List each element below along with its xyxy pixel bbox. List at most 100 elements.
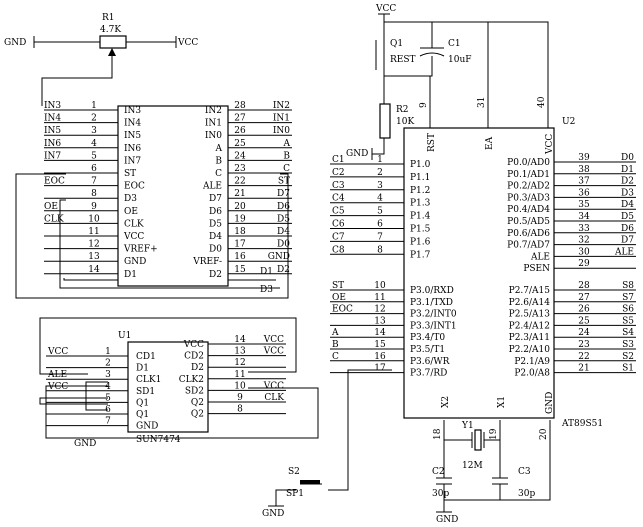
ff-right-pin-name: D2 bbox=[191, 363, 204, 373]
mcu-left2-pin-number: 17 bbox=[374, 364, 386, 374]
mcu-left-pin-name: P1.2 bbox=[410, 186, 430, 196]
adc-left-pin-name: CLK bbox=[124, 219, 144, 229]
adc-right-pin-name: D2 bbox=[209, 270, 222, 280]
adc-right-pin-number: 20 bbox=[234, 202, 246, 212]
adc-left-net-label: IN5 bbox=[44, 126, 61, 136]
adc-right-pin-number: 16 bbox=[234, 252, 246, 262]
adc-left-pin-number: 11 bbox=[88, 227, 99, 237]
mcu-left-net-label: C4 bbox=[332, 194, 345, 204]
mcu-left-pin-number: 6 bbox=[377, 220, 383, 230]
pin-18-label: 18 bbox=[433, 428, 443, 440]
ff-right-pin-name: VCC bbox=[183, 340, 204, 350]
mcu-right-pin-number: 30 bbox=[578, 247, 590, 257]
r1-value: 4.7K bbox=[100, 25, 121, 35]
adc-left-pin-number: 4 bbox=[91, 139, 97, 149]
mcu-left-pin-name: P1.7 bbox=[410, 250, 431, 260]
mcu-left-pin-name: P1.3 bbox=[410, 199, 431, 209]
adc-right-net-label: C bbox=[283, 164, 290, 174]
mcu-left2-pin-number: 13 bbox=[374, 316, 386, 326]
adc-left-pin-name: D3 bbox=[124, 194, 137, 204]
ff-left-pin-number: 4 bbox=[105, 382, 111, 392]
mcu-right-pin-number: 36 bbox=[578, 188, 590, 198]
adc-chip bbox=[117, 105, 229, 287]
mcu-right-pin-number: 37 bbox=[578, 177, 590, 187]
ff-left-pin-number: 6 bbox=[105, 405, 111, 415]
ff-right-pin-number: 11 bbox=[234, 370, 245, 380]
mcu-right2-net-label: S6 bbox=[622, 305, 634, 315]
r1-label: R1 bbox=[102, 13, 115, 23]
adc-left-pin-number: 13 bbox=[88, 252, 100, 262]
adc-right-pin-name: D0 bbox=[209, 245, 222, 255]
mcu-right2-pin-number: 25 bbox=[578, 316, 590, 326]
rst-pin: RST bbox=[427, 133, 437, 152]
adc-right-pin-number: 23 bbox=[234, 164, 246, 174]
adc-left-pin-name: VCC bbox=[123, 232, 144, 242]
ff-left-pin-name: CLK1 bbox=[136, 375, 161, 385]
mcu-right-pin-number: 39 bbox=[578, 153, 590, 163]
c2-label: C2 bbox=[432, 467, 445, 477]
pin-9-label: 9 bbox=[419, 102, 429, 108]
crystal-y1 bbox=[474, 429, 482, 451]
ff-right-pin-name: CLK2 bbox=[179, 375, 204, 385]
mcu-right2-pin-number: 27 bbox=[578, 293, 590, 303]
adc-right-net-label: B bbox=[283, 151, 290, 161]
ff-left-pin-number: 2 bbox=[105, 359, 111, 369]
mcu-right2-pin-name: P2.0/A8 bbox=[514, 369, 550, 379]
mcu-left2-net-label: B bbox=[332, 340, 339, 350]
mcu-right2-pin-name: P2.2/A10 bbox=[509, 345, 551, 355]
ff-right-net-label: VCC bbox=[263, 347, 284, 357]
ff-left-pin-name: D1 bbox=[136, 364, 149, 374]
ff-right-pin-number: 10 bbox=[234, 381, 246, 391]
mcu-right-net-label: D3 bbox=[621, 188, 634, 198]
adc-left-net-label: EOC bbox=[44, 177, 65, 187]
adc-left-net-label: CLK bbox=[44, 214, 64, 224]
mcu-left2-pin-name: P3.0/RXD bbox=[410, 286, 454, 296]
adc-left-pin-name: IN5 bbox=[124, 131, 141, 141]
r2-resistor bbox=[379, 103, 391, 139]
wires bbox=[15, 13, 551, 513]
mcu-right-net-label: D6 bbox=[621, 224, 634, 234]
adc-right-pin-number: 22 bbox=[234, 177, 245, 187]
mcu-left2-pin-number: 15 bbox=[374, 340, 386, 350]
ff-right-pin-name: CD2 bbox=[184, 352, 204, 362]
adc-right-net-label: D7 bbox=[277, 189, 290, 199]
mcu-left-pin-number: 1 bbox=[377, 155, 383, 165]
adc-left-pin-name: EOC bbox=[124, 182, 145, 192]
rst-gnd-label: GND bbox=[346, 149, 368, 159]
adc-right-pin-number: 28 bbox=[234, 101, 246, 111]
mcu-left2-net-label: C bbox=[332, 352, 339, 362]
x1-pin: X1 bbox=[497, 396, 507, 408]
adc-right-pin-name: C bbox=[215, 169, 222, 179]
adc-right-net-label: IN0 bbox=[273, 126, 290, 136]
adc-left-pin-number: 5 bbox=[91, 151, 97, 161]
adc-left-pin-number: 12 bbox=[88, 240, 99, 250]
adc-right-pin-name: ALE bbox=[202, 182, 222, 192]
x2-pin: X2 bbox=[441, 396, 451, 408]
mcu-left2-pin-number: 14 bbox=[374, 328, 386, 338]
adc-left-pin-number: 6 bbox=[91, 164, 97, 174]
adc-right-pin-name: B bbox=[215, 156, 222, 166]
adc-left-pin-number: 10 bbox=[88, 214, 100, 224]
adc-left-pin-number: 8 bbox=[91, 189, 97, 199]
adc-right-pin-name: IN1 bbox=[205, 119, 222, 129]
u1-label: U1 bbox=[118, 331, 131, 341]
adc-right-pin-number: 21 bbox=[234, 189, 245, 199]
ff-left-net-label: VCC bbox=[47, 382, 68, 392]
mcu-right2-net-label: S1 bbox=[622, 364, 634, 374]
mcu-right-pin-name: P0.7/AD7 bbox=[507, 241, 550, 251]
crystal-gnd-label: GND bbox=[436, 515, 458, 525]
ff-right-pin-name: SD2 bbox=[185, 386, 204, 396]
mcu-right2-pin-name: P2.7/A15 bbox=[509, 286, 551, 296]
mcu-right-net-label: D0 bbox=[621, 153, 634, 163]
ff-right-net-label: VCC bbox=[263, 335, 284, 345]
pin-40-label: 40 bbox=[537, 96, 547, 108]
ff-left-pin-number: 5 bbox=[105, 393, 111, 403]
adc-right-pin-number: 15 bbox=[234, 265, 246, 275]
mcu-left-net-label: C7 bbox=[332, 232, 345, 242]
mcu-right-pin-name: PSEN bbox=[523, 264, 550, 274]
adc-right-pin-number: 19 bbox=[234, 214, 246, 224]
mcu-right2-net-label: S2 bbox=[622, 352, 634, 362]
mcu-left-pin-name: P1.5 bbox=[410, 225, 431, 235]
r1-resistor bbox=[99, 35, 127, 49]
